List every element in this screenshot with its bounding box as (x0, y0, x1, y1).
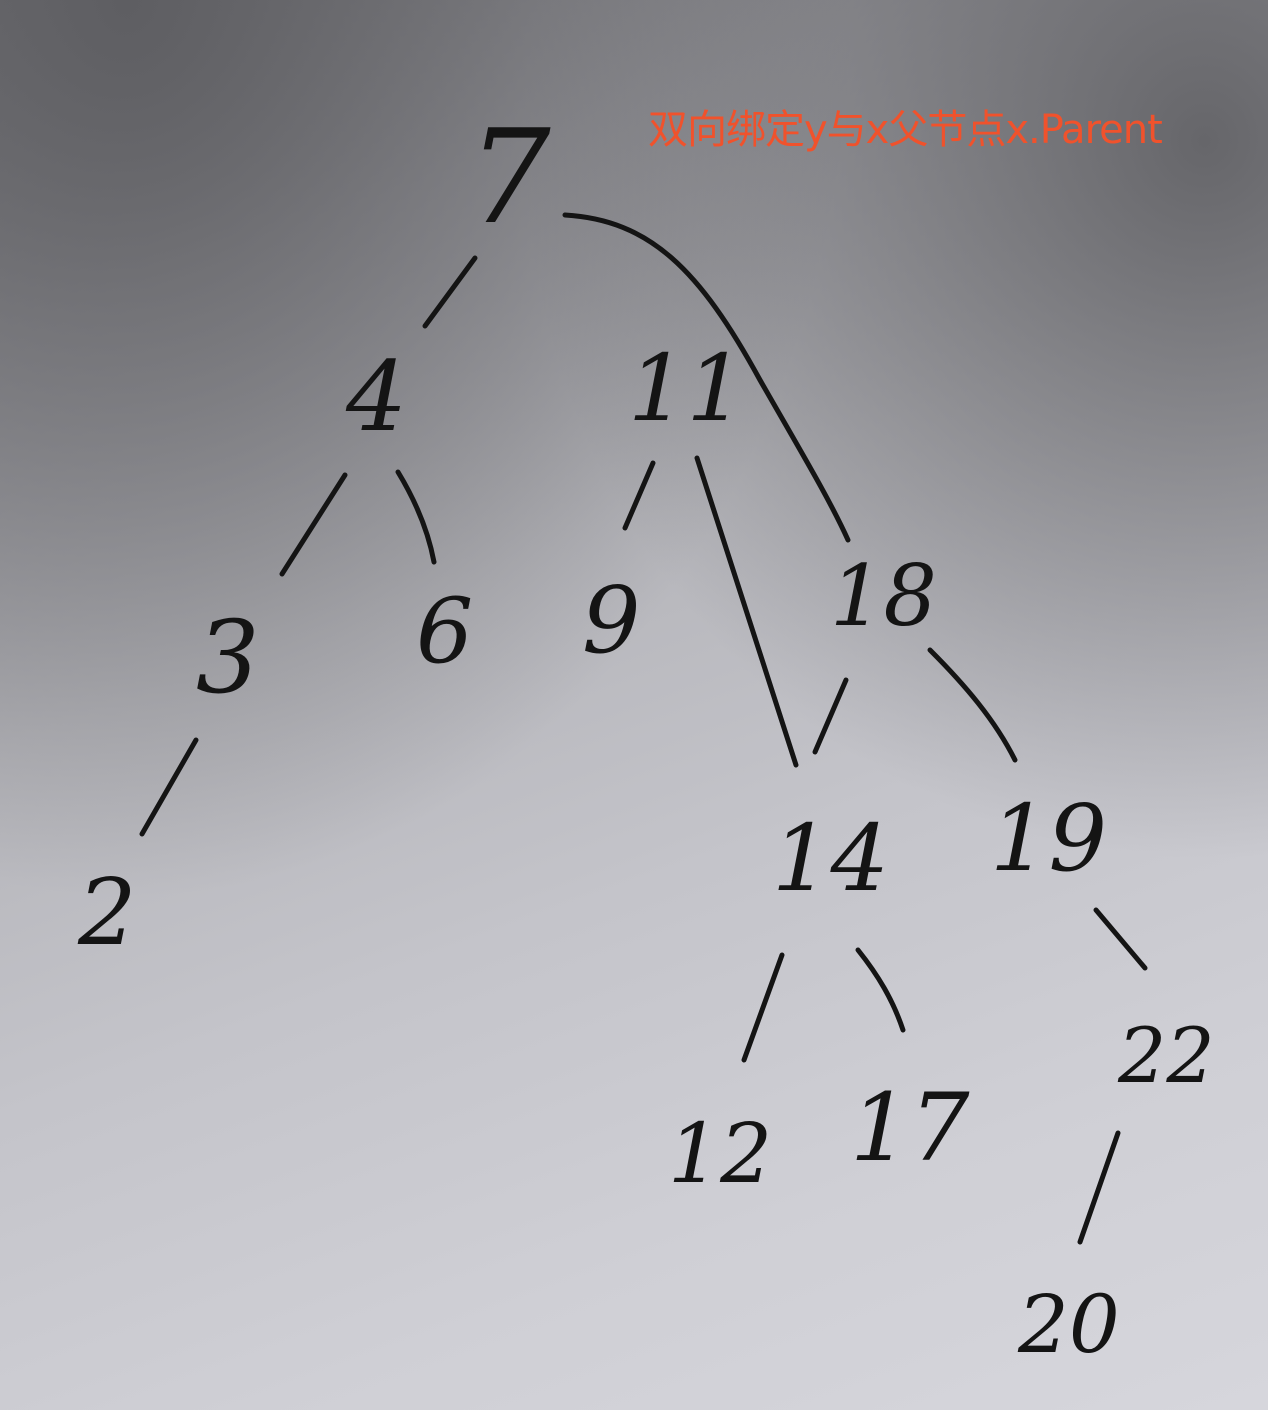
edge-11-14 (694, 455, 799, 768)
edge-4-3 (279, 472, 348, 577)
edge-7-4 (422, 255, 478, 329)
node-2: 2 (77, 859, 137, 966)
node-22: 22 (1117, 1011, 1215, 1100)
tree-edges (139, 212, 1148, 1245)
node-11: 11 (628, 335, 745, 442)
node-6: 6 (416, 579, 473, 684)
edge-7-18 (562, 212, 851, 543)
node-12: 12 (668, 1107, 772, 1202)
caption-annotation: 双向绑定y与x父节点x.Parent (648, 107, 1163, 153)
node-9: 9 (582, 567, 641, 674)
edge-18-19 (927, 647, 1018, 763)
node-4: 4 (345, 341, 407, 453)
edge-14-12 (741, 952, 785, 1063)
edge-19-22 (1093, 907, 1148, 971)
node-14: 14 (772, 805, 889, 912)
edge-3-2 (139, 737, 199, 837)
node-7: 7 (468, 101, 551, 253)
edge-14-17 (855, 947, 906, 1033)
edge-11-9 (622, 460, 656, 531)
edge-18-14 (812, 677, 849, 755)
node-17: 17 (850, 1074, 970, 1183)
edge-22-20 (1077, 1130, 1121, 1245)
node-18: 18 (830, 547, 937, 645)
edge-4-6 (395, 469, 437, 565)
node-19: 19 (990, 785, 1107, 892)
node-3: 3 (196, 599, 260, 716)
tree-nodes: 7 4 11 3 6 9 18 2 14 19 12 17 22 20 (77, 101, 1215, 1371)
node-20: 20 (1017, 1278, 1120, 1371)
